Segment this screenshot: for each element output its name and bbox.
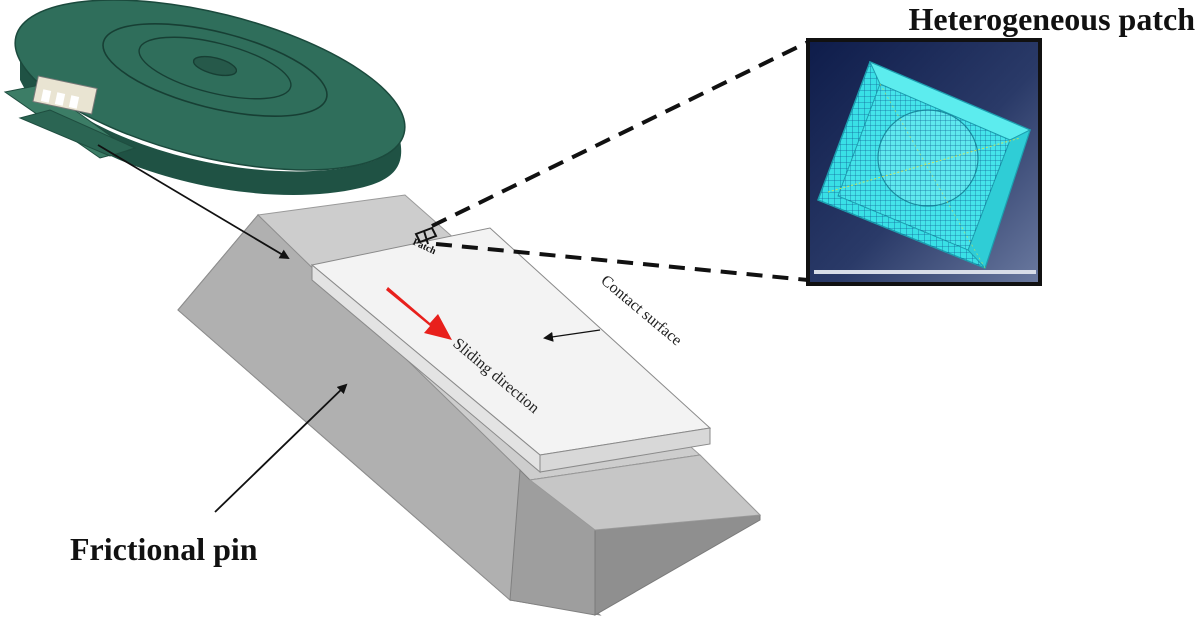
heterogeneous-patch-inset: [806, 38, 1042, 286]
pin-step-face: [528, 454, 762, 531]
pin-end-face-lower: [594, 514, 761, 616]
contact-surface-pointer: [543, 329, 601, 342]
disc-groove-outer: [102, 23, 328, 117]
zoom-line-top: [431, 40, 809, 228]
zoom-line-bottom: [435, 242, 809, 282]
disc-groove-mid: [138, 36, 292, 100]
sliding-direction-arrow: [386, 287, 452, 340]
disc: [3, 0, 406, 195]
contact-surface-plate: [310, 227, 712, 474]
disc-center-hole: [192, 55, 238, 77]
frictional-pin-label: Frictional pin: [70, 531, 258, 567]
contact-surface-edge-end: [539, 427, 711, 473]
disc-top-face: [14, 0, 406, 171]
disc-side: [20, 55, 402, 195]
mesh-cube: [817, 61, 1032, 269]
heterogeneous-patch-label: Heterogeneous patch: [909, 1, 1196, 37]
frictional-pin-arrow: [214, 383, 348, 513]
disc-to-pin-arrow: [97, 144, 290, 260]
patch-marker: [414, 226, 438, 245]
pin-holder: [3, 75, 137, 159]
